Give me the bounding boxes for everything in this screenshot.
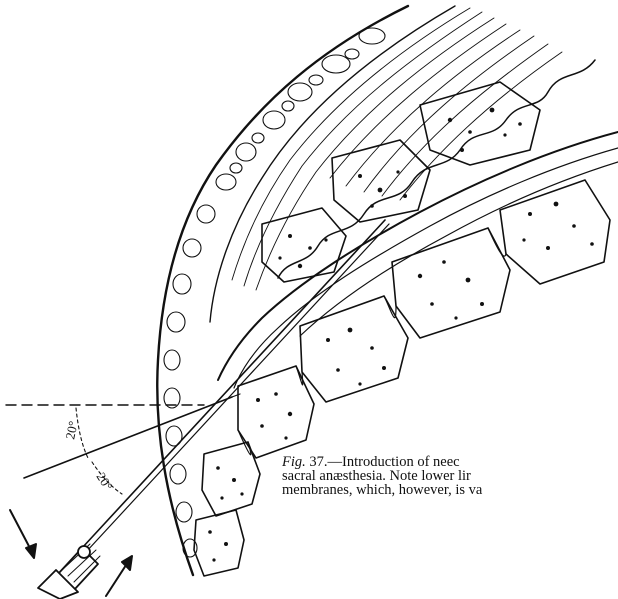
needle-steep <box>82 220 385 548</box>
ligament-wavy-line <box>278 60 595 278</box>
arrow-left-down-head <box>26 544 36 558</box>
angle-label-upper: 20° <box>62 420 80 441</box>
caption-line-3: membranes, which, however, is va <box>282 483 618 497</box>
needle-shallow <box>24 397 232 478</box>
angle-label-lower: 20° <box>93 470 115 493</box>
dura-line <box>218 132 618 380</box>
vertebral-bodies <box>194 180 610 576</box>
caption-line-2: sacral anæsthesia. Note lower lir <box>282 469 618 483</box>
membrane-line <box>300 162 618 336</box>
caption-line-1: Fig. 37.—Introduction of neec <box>282 455 618 469</box>
syringe-hub <box>38 544 100 599</box>
spinous-processes <box>262 82 540 282</box>
arrow-left-down <box>10 510 32 552</box>
intervertebral-discs <box>238 228 506 455</box>
arrow-right-up <box>106 562 128 596</box>
needle-steep-second <box>86 224 389 552</box>
figure-caption: Fig. 37.—Introduction of neec sacral anæ… <box>282 455 618 497</box>
